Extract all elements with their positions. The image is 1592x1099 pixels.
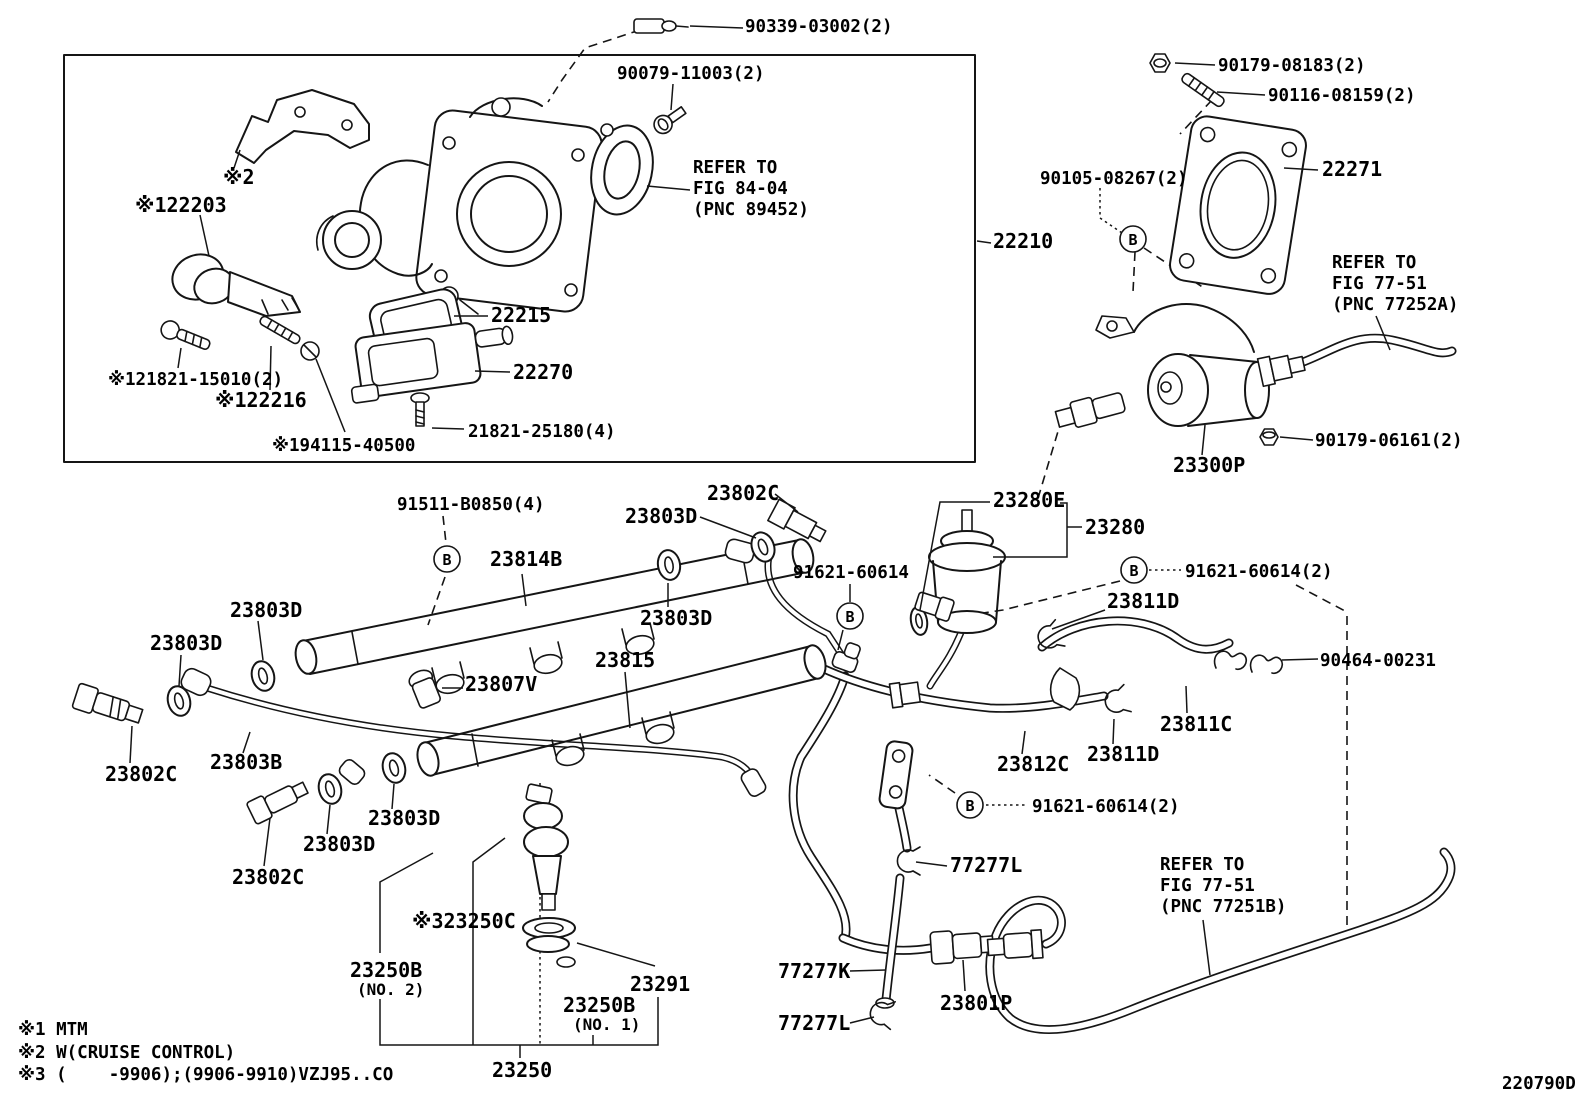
footnotes: ※1 MTM ※2 W(CRUISE CONTROL) ※3 ( -9906);… [18, 1020, 393, 1085]
label-refer-fig8404-2: FIG 84-04 [693, 179, 788, 199]
label-22215: 22215 [491, 303, 551, 327]
hoses-and-pipes [203, 333, 1457, 1035]
label-23815: 23815 [595, 648, 655, 672]
label-77277l-a: 77277L [950, 853, 1022, 877]
pressure-regulator-23280 [914, 509, 1006, 634]
injector-23250c [522, 783, 576, 968]
label-90339-03002: 90339-03002(2) [745, 17, 893, 37]
label-23802c-top: 23802C [707, 481, 779, 505]
sensor-22203 [171, 253, 301, 317]
label-90079-11003: 90079-11003(2) [617, 64, 765, 84]
callout-b: B [1128, 231, 1137, 249]
label-23250c: ※323250C [412, 909, 516, 933]
label-90116-08159: 90116-08159(2) [1268, 86, 1416, 106]
label-90105-08267: 90105-08267(2) [1040, 169, 1188, 189]
callout-b: B [965, 797, 974, 815]
label-23803d-top: 23803D [625, 504, 697, 528]
label-91621-60614-2a: 91621-60614(2) [1185, 562, 1333, 582]
label-23291: 23291 [630, 972, 690, 996]
label-23801p: 23801P [940, 991, 1012, 1015]
fittings [71, 498, 1284, 1031]
label-refer-fig8404-1: REFER TO [693, 158, 777, 178]
label-23803d-l4: 23803D [303, 832, 375, 856]
label-94115-40500: ※194115-40500 [272, 436, 415, 456]
label-refer-fig7751a-3: (PNC 77252A) [1332, 295, 1458, 315]
footnote-2: ※2 W(CRUISE CONTROL) [18, 1043, 235, 1063]
label-23803d-mid: 23803D [640, 606, 712, 630]
footnote-3: ※3 ( -9906);(9906-9910)VZJ95..CO [18, 1065, 393, 1085]
label-23814b: 23814B [490, 547, 562, 571]
label-refer-fig7751a-2: FIG 77-51 [1332, 274, 1427, 294]
label-refer-fig7751b-3: (PNC 77251B) [1160, 897, 1286, 917]
fuel-rail-23814b [294, 538, 815, 695]
label-90179-06161: 90179-06161(2) [1315, 431, 1463, 451]
label-23250b-no1: 23250B [563, 993, 635, 1017]
label-refer-fig7751b-2: FIG 77-51 [1160, 876, 1255, 896]
footnote-1: ※1 MTM [18, 1020, 88, 1040]
ring-23803d [166, 685, 192, 717]
label-23811d-b: 23811D [1087, 742, 1159, 766]
throttle-assembly-box [63, 54, 976, 463]
ring-23803d [750, 531, 776, 563]
ring-23803d [656, 549, 682, 581]
label-22203: ※122203 [135, 193, 227, 217]
gasket-22271 [1169, 115, 1307, 295]
label-note2: ※2 [223, 165, 254, 189]
label-90464-00231: 90464-00231 [1320, 651, 1436, 671]
label-22216: ※122216 [215, 388, 307, 412]
label-91511-b0850: 91511-B0850(4) [397, 495, 545, 515]
callout-b: B [442, 551, 451, 569]
label-23300p: 23300P [1173, 453, 1245, 477]
label-23811c: 23811C [1160, 712, 1232, 736]
label-91621-60614: 91621-60614 [793, 563, 909, 583]
label-22270: 22270 [513, 360, 573, 384]
label-90179-08183: 90179-08183(2) [1218, 56, 1366, 76]
label-23250: 23250 [492, 1058, 552, 1082]
callout-b: B [1129, 562, 1138, 580]
label-91621-60614-2b: 91621-60614(2) [1032, 797, 1180, 817]
label-23280: 23280 [1085, 515, 1145, 539]
label-23250b-no2: 23250B [350, 958, 422, 982]
label-23802c-l1: 23802C [105, 762, 177, 786]
part-labels: 90339-03002(2) 90079-11003(2) REFER TO F… [105, 17, 1463, 1082]
label-23811d-a: 23811D [1107, 589, 1179, 613]
label-23803d-l2: 23803D [150, 631, 222, 655]
iac-valve-22270 [350, 322, 514, 404]
leader-lines [129, 25, 1391, 1024]
label-refer-fig7751b-1: REFER TO [1160, 855, 1244, 875]
label-22271: 22271 [1322, 157, 1382, 181]
label-refer-fig7751a-1: REFER TO [1332, 253, 1416, 273]
callout-b: B [845, 608, 854, 626]
ring-23803d [317, 773, 343, 805]
label-77277k: 77277K [778, 959, 850, 983]
group-bracket-23250 [379, 837, 659, 1058]
fuel-filter-23300p [1054, 303, 1306, 428]
label-no2: (NO. 2) [357, 980, 424, 999]
label-23812c: 23812C [997, 752, 1069, 776]
throttle-body [316, 97, 654, 327]
label-23280e: 23280E [993, 488, 1065, 512]
ring-23803d [381, 752, 407, 784]
label-23803d-l3: 23803D [368, 806, 440, 830]
drawing-code: 220790D [1502, 1074, 1576, 1094]
label-21821-15010: ※121821-15010(2) [108, 370, 283, 390]
label-23802c-l2: 23802C [232, 865, 304, 889]
hardware-screws [160, 18, 1279, 446]
ring-23280e [909, 606, 929, 636]
cruise-bracket [235, 89, 370, 164]
label-21821-25180: 21821-25180(4) [468, 422, 616, 442]
label-no1: (NO. 1) [573, 1015, 640, 1034]
label-23803b: 23803B [210, 750, 282, 774]
callout-b-circles: B B B B B [433, 225, 1148, 819]
fuel-rail-23815 [416, 644, 827, 777]
label-22210: 22210 [993, 229, 1053, 253]
ring-23803d [250, 660, 276, 692]
label-refer-fig8404-3: (PNC 89452) [693, 200, 809, 220]
label-23807v: 23807V [465, 672, 537, 696]
label-77277l-b: 77277L [778, 1011, 850, 1035]
label-23803d-l1: 23803D [230, 598, 302, 622]
